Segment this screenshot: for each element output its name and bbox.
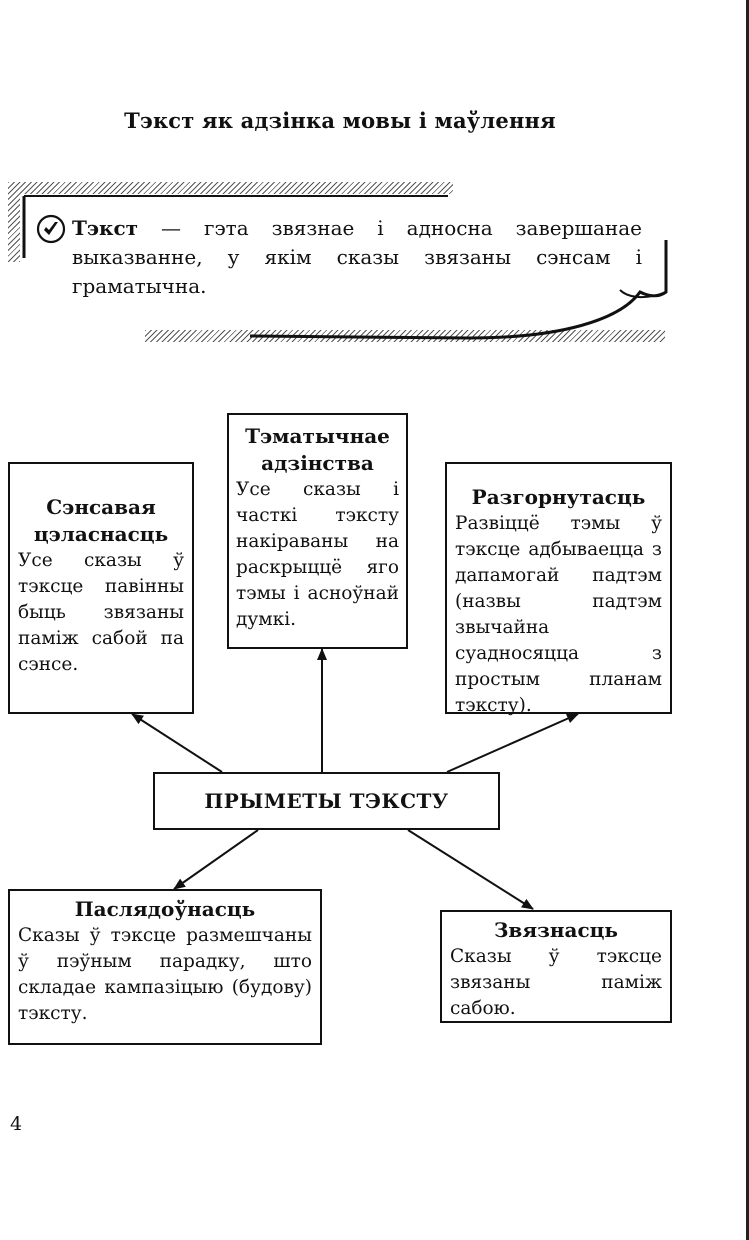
- box-sense-body: Усе сказы ў тэксце павінны быць звязаны …: [18, 550, 184, 675]
- box-theme: Тэматычнае адзінства Усе сказы і часткі …: [227, 413, 408, 649]
- box-sequence-body: Сказы ў тэксце размешчаны ў пэўным парад…: [18, 925, 312, 1024]
- box-coherence: Звязнасць Сказы ў тэксце звязаны паміж с…: [440, 910, 672, 1023]
- definition-frame-fold: [619, 289, 667, 298]
- page-number: 4: [10, 1113, 23, 1135]
- page-edge: [746, 0, 749, 1240]
- pencil-check-icon: [36, 214, 66, 244]
- arrow-to-sequence: [173, 829, 259, 890]
- box-theme-body: Усе сказы і часткі тэксту накіраваны на …: [236, 479, 399, 630]
- box-expand-title: Разгорнутасць: [471, 485, 646, 509]
- box-coherence-body: Сказы ў тэксце звязаны паміж сабою.: [450, 946, 662, 1019]
- arrow-to-sense: [131, 713, 223, 773]
- arrow-to-coherence: [407, 829, 534, 910]
- box-sequence: Паслядоўнасць Сказы ў тэксце размешчаны …: [8, 889, 322, 1045]
- arrow-to-expand: [446, 713, 579, 773]
- hatch-top: [8, 182, 453, 194]
- center-box: ПРЫМЕТЫ ТЭКСТУ: [153, 772, 500, 830]
- box-expand-body: Развіццё тэмы ў тэксце адбываецца з дапа…: [455, 513, 662, 716]
- box-sense: Сэнсавая цэласнасць Усе сказы ў тэксце п…: [8, 462, 194, 714]
- box-expand: Разгорнутасць Развіццё тэмы ў тэксце адб…: [445, 462, 672, 716]
- box-sequence-title: Паслядоўнасць: [74, 897, 256, 921]
- box-coherence-title: Звязнасць: [494, 918, 618, 942]
- box-theme-title: Тэматычнае адзінства: [245, 424, 390, 475]
- page-title: Тэкст як адзінка мовы і маўлення: [124, 108, 556, 133]
- definition-text: Тэкст — гэта звязнае і адносна завершана…: [72, 214, 642, 301]
- box-sense-title: Сэнсавая цэласнасць: [33, 495, 169, 546]
- definition-body: — гэта звязнае і адносна завершанае выка…: [72, 216, 642, 298]
- hatch-left: [8, 182, 20, 262]
- definition-term: Тэкст: [72, 216, 139, 240]
